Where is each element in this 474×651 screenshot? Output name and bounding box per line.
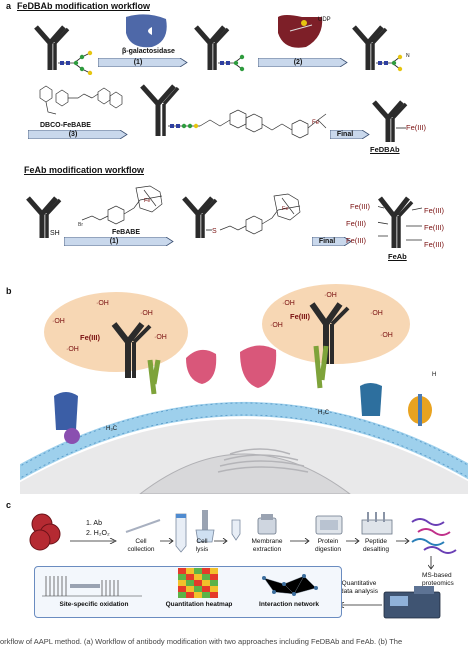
feab-workflow-title: FeAb modification workflow <box>24 165 145 175</box>
network-label: Interaction network <box>259 601 319 608</box>
febabe-label: FeBABE <box>112 229 141 236</box>
oh-radical-2: ·OH <box>96 300 109 307</box>
desalting-column-icon <box>361 512 393 535</box>
panel-b-label: b <box>6 286 12 296</box>
mass-spectrometer-icon <box>383 586 441 619</box>
oh-radical-5: ·OH <box>154 334 167 341</box>
flow-arrow <box>346 538 360 544</box>
step1-arrow: (1) <box>98 58 188 67</box>
oh-radical-9: ·OH <box>270 322 283 329</box>
feab-conjugate-icon: Fe <box>182 193 301 238</box>
antibody-icon <box>194 25 245 72</box>
step2-label: (2) <box>293 59 303 66</box>
flow-arrow <box>214 538 228 544</box>
h3c-label-2: H₃C <box>318 410 330 416</box>
membrane-extraction-label: Membrane extraction <box>251 538 283 553</box>
protein-digestion-label: Protein digestion <box>314 538 342 553</box>
udp-label: UDP <box>318 17 331 23</box>
dbco-febabe-label: DBCO-FeBABE <box>40 122 91 129</box>
flow-arrow-down <box>428 556 434 570</box>
cell-culture-dishes-icon <box>29 513 61 551</box>
step3-arrow: (3) <box>28 130 128 139</box>
antibody-icon <box>26 196 62 238</box>
panel-b-fe-right: Fe(III) <box>290 312 310 321</box>
sonicator-icon <box>195 510 215 543</box>
peptide-desalting-label: Peptide desalting <box>362 538 390 553</box>
site-oxidation-plot <box>42 576 142 597</box>
fedbab-name: FeDBAb <box>370 145 400 154</box>
panel-c-label: c <box>6 500 12 510</box>
step-h2o2: 2. H₂O₂ <box>86 530 110 537</box>
site-oxidation-label: Site-specific oxidation <box>59 601 129 608</box>
interaction-network-plot <box>262 574 318 596</box>
sh-label: SH <box>50 230 60 237</box>
flow-arrow <box>70 538 117 544</box>
cell-scraper-icon <box>125 519 161 533</box>
cell-collection-label: Cell collection <box>127 538 155 553</box>
svg-text:Fe: Fe <box>282 206 288 212</box>
step-ab: 1. Ab <box>86 520 102 527</box>
oh-radical-6: ·OH <box>282 300 295 307</box>
oh-radical-10: ·OH <box>380 332 393 339</box>
feab-fe-6: Fe(III) <box>424 240 444 249</box>
antibody-icon <box>352 25 403 72</box>
feab-final-arrow: Final <box>312 237 352 246</box>
fedbab-fe-label: Fe(III) <box>406 123 426 132</box>
final-arrow: Final <box>330 130 370 139</box>
h-label: H <box>432 372 437 378</box>
step1-label: (1) <box>133 59 143 66</box>
peptides-icon <box>411 518 457 554</box>
quantitative-analysis-label: Quantitative data analysis <box>340 580 378 595</box>
feab-fe-3: Fe(III) <box>346 236 366 245</box>
flow-arrow <box>290 538 310 544</box>
centrifuge-tube-icon <box>175 513 187 553</box>
cell-lysis-label: Cell lysis <box>195 538 209 553</box>
panel-b-fe-left: Fe(III) <box>80 333 100 342</box>
azide-label: N <box>406 53 413 59</box>
heatmap-plot <box>178 568 218 598</box>
br-label: Br <box>78 222 83 228</box>
oh-radical-3: ·OH <box>140 310 153 317</box>
febabe-structure: Br Fe <box>78 185 163 228</box>
antibody-conjugate-icon: Fe <box>140 84 327 139</box>
feab-name: FeAb <box>388 252 407 261</box>
figure-caption: orkflow of AAPL method. (a) Workflow of … <box>0 637 403 646</box>
oh-radical-1: ·OH <box>52 318 65 325</box>
flow-arrow-left <box>338 602 382 608</box>
oh-radical-7: ·OH <box>324 292 337 299</box>
h3c-label: H₃C <box>106 426 118 432</box>
feab-fe-1: Fe(III) <box>350 202 370 211</box>
beta-galactosidase-label: β-galactosidase <box>122 48 175 55</box>
heatmap-label: Quantitation heatmap <box>165 601 233 608</box>
centrifuge-icon <box>257 514 277 535</box>
feab-step1-arrow: (1) <box>64 237 174 246</box>
flow-arrow <box>160 538 174 544</box>
oh-radical-8: ·OH <box>370 310 383 317</box>
beta-galactosidase-enzyme-icon <box>126 14 167 48</box>
final-label: Final <box>336 131 354 138</box>
step3-label: (3) <box>68 131 78 138</box>
feab-fe-5: Fe(III) <box>424 223 444 232</box>
oh-radical-4: ·OH <box>66 346 79 353</box>
svg-text:Fe: Fe <box>312 120 320 126</box>
flow-arrow <box>396 538 410 544</box>
galactosyltransferase-enzyme-icon <box>278 15 323 48</box>
cell-membrane-illustration <box>20 284 468 494</box>
ms-proteomics-label: MS-based proteomics <box>422 572 454 587</box>
feab-final-label: Final <box>318 238 336 245</box>
step2-arrow: (2) <box>258 58 348 67</box>
panel-a-label: a <box>6 1 12 11</box>
dbco-febabe-structure <box>39 85 123 115</box>
svg-text:Fe: Fe <box>144 198 150 204</box>
fedbab-workflow-title: FeDBAb modification workflow <box>17 1 151 11</box>
antibody-icon <box>34 25 93 75</box>
feab-antibody-icon <box>378 196 422 248</box>
microtube-icon <box>231 519 241 541</box>
fedbab-antibody-icon <box>372 100 408 142</box>
incubator-icon <box>315 515 343 535</box>
feab-step1-label: (1) <box>109 238 119 245</box>
feab-fe-4: Fe(III) <box>424 206 444 215</box>
feab-fe-2: Fe(III) <box>346 219 366 228</box>
s-label: S <box>212 228 217 235</box>
